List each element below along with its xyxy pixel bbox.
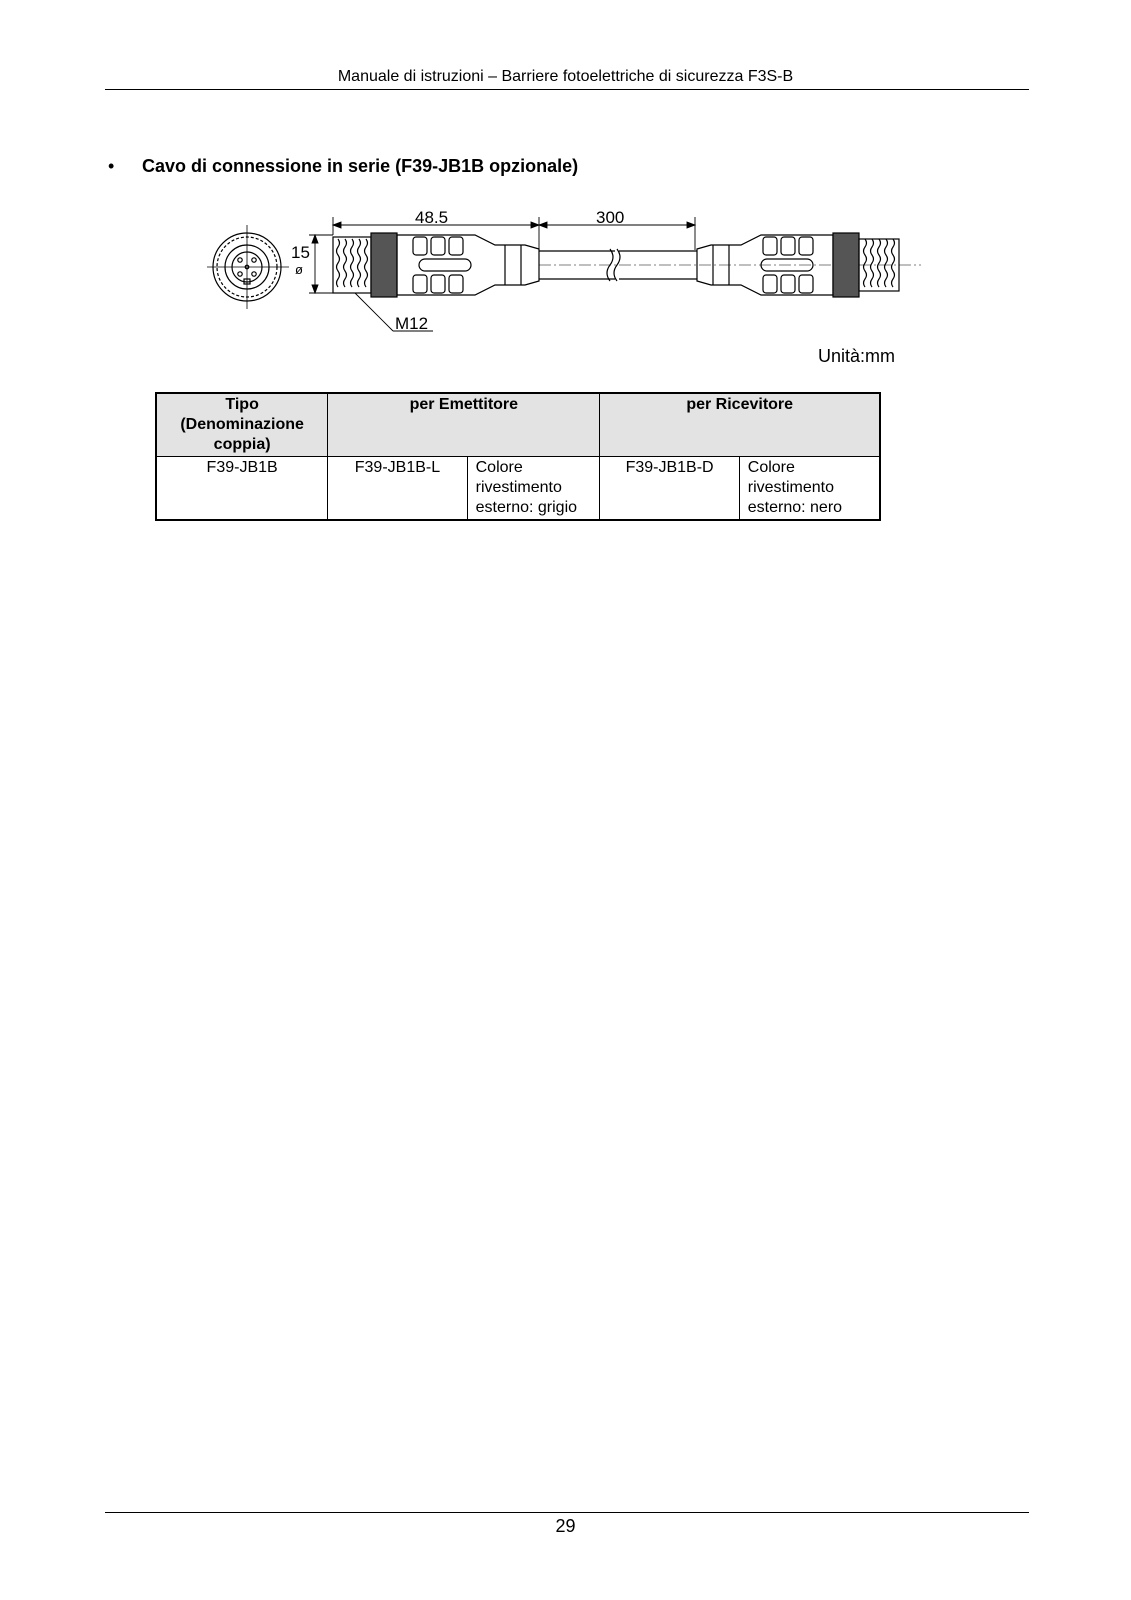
page-number: 29 xyxy=(555,1516,576,1536)
cell-type: F39-JB1B xyxy=(155,456,329,521)
table-row: F39-JB1B F39-JB1B-L Colore rivestimento … xyxy=(155,456,881,521)
section-title: Cavo di connessione in serie (F39-JB1B o… xyxy=(142,156,579,176)
thread-leader xyxy=(354,292,433,332)
diameter-dimension xyxy=(309,233,333,295)
header-rule xyxy=(105,89,1029,90)
table-header-row: Tipo (Denominazione coppia) per Emettito… xyxy=(155,392,881,457)
right-connector xyxy=(696,232,900,298)
cable xyxy=(539,248,921,282)
cell-receiver-note: Colore rivestimento esterno: nero xyxy=(738,456,881,521)
page-header-title: Manuale di istruzioni – Barriere fotoele… xyxy=(337,68,794,85)
section-heading: • Cavo di connessione in serie (F39-JB1B … xyxy=(108,156,578,177)
cable-drawing: 15 ø 48.5 300 xyxy=(205,205,925,345)
footer-rule xyxy=(105,1512,1029,1513)
length-dimensions xyxy=(331,217,697,250)
header-type: Tipo (Denominazione coppia) xyxy=(155,392,329,457)
bullet: • xyxy=(108,156,115,176)
cell-receiver-model: F39-JB1B-D xyxy=(599,456,740,521)
header-emitter: per Emettitore xyxy=(327,392,601,457)
spec-table: Tipo (Denominazione coppia) per Emettito… xyxy=(155,392,881,521)
thread-label: M12 xyxy=(395,314,428,333)
connector-front-view xyxy=(207,225,289,309)
left-connector xyxy=(332,232,540,298)
connector-length-label: 48.5 xyxy=(415,208,448,227)
cable-drawing-svg: 15 ø 48.5 300 xyxy=(207,208,921,333)
cell-emitter-note: Colore rivestimento esterno: grigio xyxy=(466,456,601,521)
unit-label: Unità:mm xyxy=(818,346,896,366)
cell-emitter-model: F39-JB1B-L xyxy=(327,456,468,521)
cable-length-label: 300 xyxy=(596,208,624,227)
header-receiver: per Ricevitore xyxy=(599,392,881,457)
diameter-symbol: ø xyxy=(295,262,303,277)
diameter-value: 15 xyxy=(291,243,310,262)
